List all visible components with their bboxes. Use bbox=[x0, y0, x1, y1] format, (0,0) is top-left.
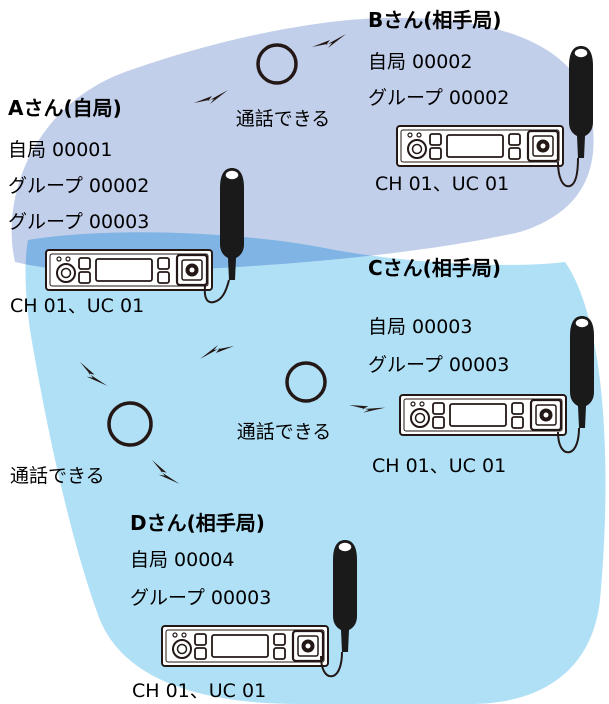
station-a-cord bbox=[203, 279, 230, 304]
group-00003-area bbox=[25, 232, 606, 704]
station-b-title: Bさん(相手局) bbox=[368, 8, 502, 32]
station-c-cord bbox=[557, 427, 580, 454]
link-a-b-ring-icon bbox=[256, 43, 298, 85]
station-c-own-id: 自局 00003 bbox=[368, 316, 472, 338]
link-a-c-label: 通話できる bbox=[237, 421, 332, 443]
station-d-radio-icon bbox=[160, 624, 330, 668]
station-c-radio-icon bbox=[398, 393, 568, 437]
link-a-d-ring-icon bbox=[107, 401, 153, 447]
link-a-c-ring-icon bbox=[285, 361, 327, 403]
station-c-channel: CH 01、UC 01 bbox=[372, 455, 506, 477]
group-00002-area bbox=[11, 17, 594, 272]
station-c-title: Cさん(相手局) bbox=[368, 256, 501, 280]
station-a: Aさん(自局) 自局 00001 グループ 00002 グループ 00003 C… bbox=[8, 96, 245, 317]
station-d-channel: CH 01、UC 01 bbox=[132, 680, 266, 702]
station-d-title: Dさん(相手局) bbox=[130, 511, 265, 535]
station-d-cord bbox=[320, 651, 343, 678]
station-a-group-2: グループ 00003 bbox=[8, 211, 149, 233]
station-d-own-id: 自局 00004 bbox=[130, 549, 234, 571]
station-b-radio-icon bbox=[395, 124, 565, 168]
link-a-d-label: 通話できる bbox=[10, 465, 105, 487]
station-c: Cさん(相手局) 自局 00003 グループ 00003 CH 01、UC 01 bbox=[368, 256, 595, 477]
station-c-group-1: グループ 00003 bbox=[368, 354, 509, 376]
station-d-group-1: グループ 00003 bbox=[130, 587, 271, 609]
station-b-channel: CH 01、UC 01 bbox=[375, 173, 509, 195]
station-b-group-1: グループ 00002 bbox=[368, 87, 509, 109]
station-b: Bさん(相手局) 自局 00002 グループ 00002 CH 01、UC 01 bbox=[368, 8, 594, 195]
station-b-own-id: 自局 00002 bbox=[368, 51, 472, 73]
station-a-group-1: グループ 00002 bbox=[8, 175, 149, 197]
station-a-title: Aさん(自局) bbox=[8, 96, 122, 120]
station-d: Dさん(相手局) 自局 00004 グループ 00003 CH 01、UC 01 bbox=[130, 511, 358, 702]
station-b-cord bbox=[557, 157, 579, 188]
station-a-own-id: 自局 00001 bbox=[8, 139, 112, 161]
link-a-b-label: 通話できる bbox=[236, 108, 331, 130]
station-a-radio-icon bbox=[44, 248, 214, 292]
station-a-channel: CH 01、UC 01 bbox=[10, 295, 144, 317]
